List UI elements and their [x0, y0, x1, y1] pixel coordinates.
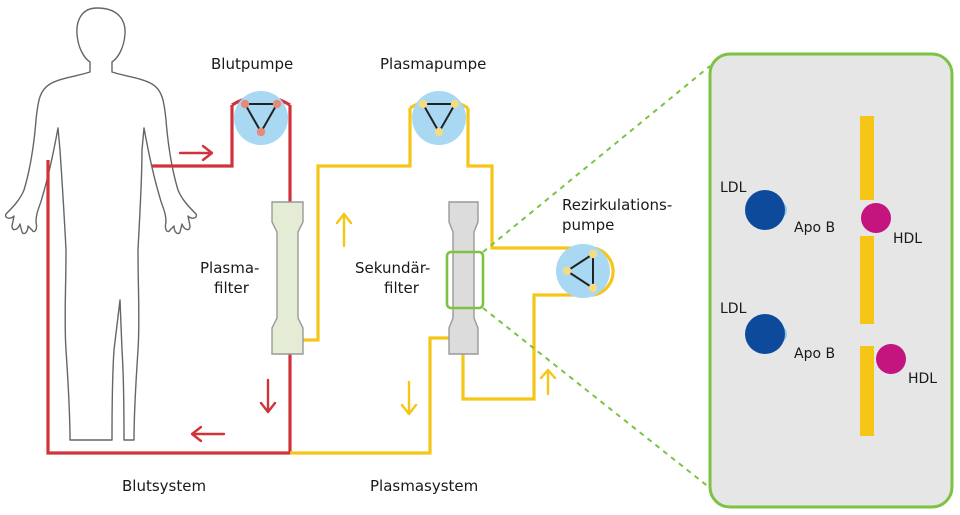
arrow-right-red-icon [178, 144, 214, 162]
blood-pump-label: Blutpumpe [211, 55, 293, 73]
arrow-up-yellow-icon [539, 368, 557, 396]
recirculation-pump-label-2: pumpe [562, 216, 614, 234]
hdl-label: HDL [893, 231, 922, 247]
secondary-filter [445, 201, 485, 355]
ldl-label: LDL [720, 180, 747, 196]
secondary-filter-label-2: filter [384, 279, 420, 297]
plasma-pump-label: Plasmapumpe [380, 55, 486, 73]
blood-pump [234, 91, 288, 145]
recirculation-pump-label-1: Rezirkulations- [562, 196, 672, 214]
membrane-middle [860, 236, 874, 324]
membrane-top [860, 116, 874, 200]
apo-b-label: Apo B [794, 346, 835, 362]
secondary-filter-label-1: Sekundär- [355, 259, 430, 277]
apo-b-label: Apo B [794, 220, 835, 236]
hdl-particle [861, 203, 891, 233]
plasma-filter [271, 201, 304, 355]
hdl-label: HDL [908, 371, 937, 387]
membrane-bottom [860, 346, 874, 436]
plasma-pump [412, 91, 466, 145]
ldl-particle [745, 190, 785, 230]
recirculation-pump [556, 244, 610, 298]
ldl-particle [745, 314, 785, 354]
arrow-left-red-icon [190, 425, 226, 443]
arrow-up-yellow-icon [335, 212, 353, 248]
blood-system-label: Blutsystem [122, 477, 206, 495]
arrow-down-yellow-icon [400, 380, 418, 416]
ldl-label: LDL [720, 301, 747, 317]
plasma-filter-label-1: Plasma- [200, 259, 259, 277]
plasma-system-label: Plasmasystem [370, 477, 478, 495]
zoom-guide-lines [482, 65, 711, 489]
zoom-panel: LDL Apo B HDL LDL Apo B HDL [708, 52, 954, 509]
arrow-down-red-icon [259, 378, 277, 414]
human-silhouette-icon [4, 7, 198, 441]
hdl-particle [876, 344, 906, 374]
plasma-filter-label-2: filter [214, 279, 250, 297]
zoom-highlight-box [445, 250, 485, 310]
